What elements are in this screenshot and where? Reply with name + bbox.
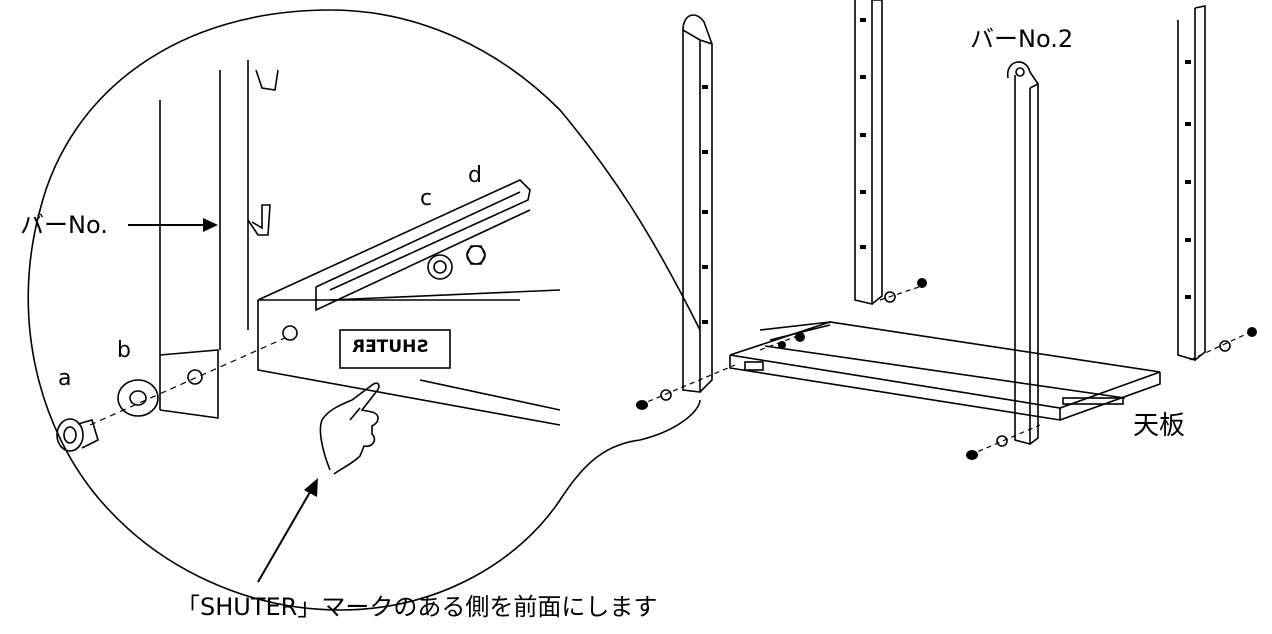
part-a-label: a xyxy=(58,366,72,391)
hand-pointer xyxy=(319,382,380,475)
upright-middle xyxy=(854,0,883,306)
caption-label: 「SHUTER」マークのある側を前面にします xyxy=(176,593,658,621)
bar-hole xyxy=(187,369,203,385)
bar-no2-label: バーNo.2 xyxy=(970,25,1074,53)
detail-circle-outline xyxy=(27,9,701,611)
part-b-label: b xyxy=(117,338,131,363)
bar-no-label: バーNo. xyxy=(20,211,108,239)
upright-front-no2 xyxy=(1007,61,1039,446)
arrow-caption xyxy=(257,478,318,583)
shuter-plate xyxy=(339,329,451,369)
arrow-bar-no xyxy=(128,218,218,232)
part-d-label: d xyxy=(468,163,482,188)
bolt-a xyxy=(56,418,99,452)
rack-assembly xyxy=(636,0,1257,460)
washers xyxy=(660,291,1231,447)
upright-right xyxy=(1177,5,1206,362)
part-c-label: c xyxy=(420,186,433,211)
front-bolt-hole xyxy=(282,325,298,341)
washer-b xyxy=(117,379,159,417)
shuter-plate-label: SHUTER xyxy=(352,337,429,357)
magnified-detail xyxy=(27,9,701,611)
tenban-label: 天板 xyxy=(1133,411,1186,441)
upright-left xyxy=(682,14,713,393)
bolts xyxy=(636,278,1257,460)
